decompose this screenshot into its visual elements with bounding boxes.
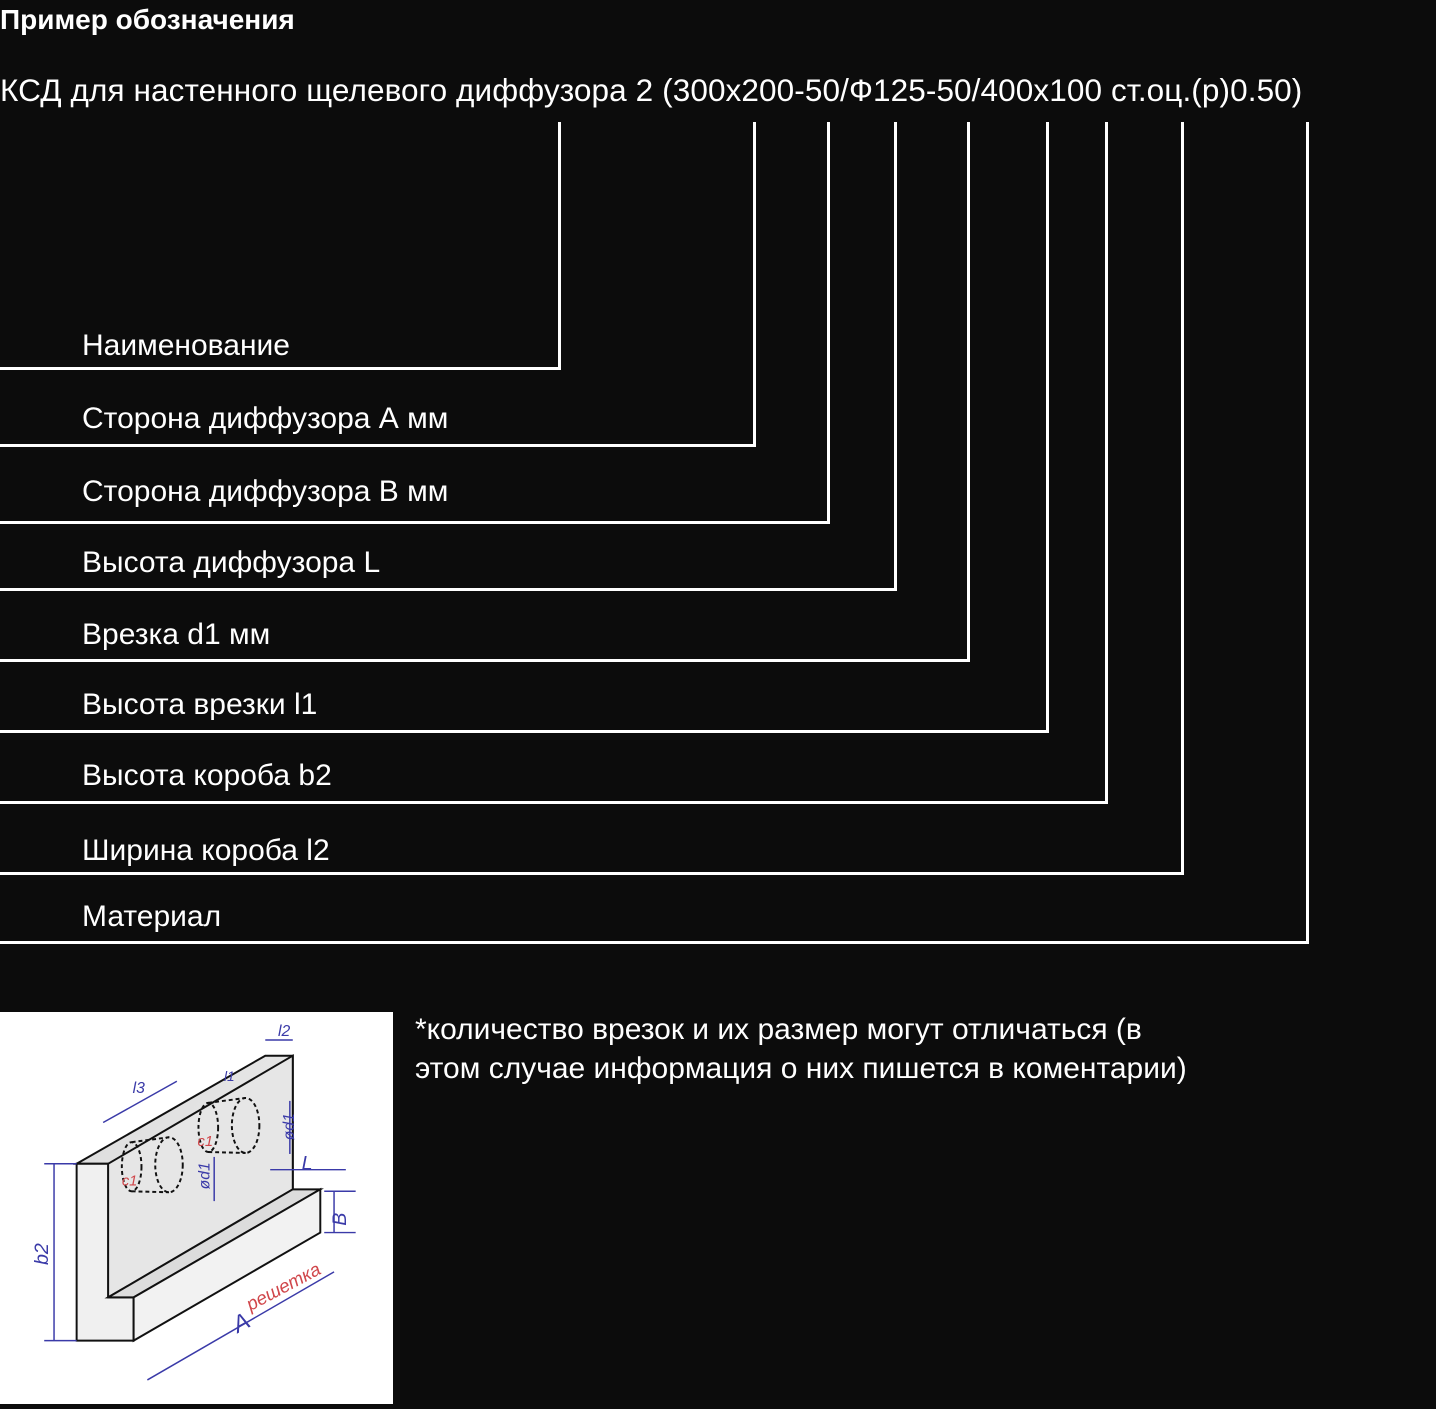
leader-horizontal-2 <box>0 444 756 447</box>
leader-vertical-4 <box>894 122 897 591</box>
leader-horizontal-5 <box>0 659 970 662</box>
section-title: Пример обозначения <box>0 4 295 35</box>
leader-horizontal-3 <box>0 521 830 524</box>
box-outline <box>72 1053 324 1343</box>
leader-horizontal-8 <box>0 872 1184 875</box>
leader-vertical-8 <box>1181 122 1184 875</box>
legend-label-name: Наименование <box>82 329 290 362</box>
leader-vertical-7 <box>1105 122 1108 804</box>
leader-vertical-2 <box>753 122 756 447</box>
label-l3: l3 <box>133 1080 145 1097</box>
designation-example: КСД для настенного щелевого диффузора 2 … <box>0 72 1303 108</box>
leader-vertical-5 <box>967 122 970 662</box>
legend-label-side-a: Сторона диффузора А мм <box>82 402 449 435</box>
legend-label-material: Материал <box>82 900 222 933</box>
label-l1: l1 <box>224 1069 235 1084</box>
leader-horizontal-4 <box>0 588 897 591</box>
legend-label-inlet-height-l1: Высота врезки l1 <box>82 688 318 721</box>
label-c1-lower: c1 <box>122 1173 138 1189</box>
footnote-line-1: *количество врезок и их размер могут отл… <box>415 1013 1142 1046</box>
plenum-box-drawing: l2 l3 l1 ød1 ød1 L B b2 A c1 c1 решетка <box>0 1012 393 1404</box>
leader-horizontal-1 <box>0 367 561 370</box>
legend-label-box-height-b2: Высота короба b2 <box>82 759 332 792</box>
plenum-box-svg: l2 l3 l1 ød1 ød1 L B b2 A c1 c1 решетка <box>31 1023 356 1381</box>
footnote-line-2: этом случае информация о них пишется в к… <box>415 1052 1187 1085</box>
leader-vertical-1 <box>558 122 561 370</box>
legend-label-side-b: Сторона диффузора В мм <box>82 475 449 508</box>
leader-horizontal-9 <box>0 941 1309 944</box>
leader-vertical-6 <box>1046 122 1049 733</box>
label-b2: b2 <box>31 1243 53 1265</box>
label-B: B <box>329 1213 351 1226</box>
label-l2: l2 <box>278 1023 290 1040</box>
label-d1-upper: ød1 <box>281 1113 298 1140</box>
inlet-cylinders <box>120 1096 261 1194</box>
leader-vertical-9 <box>1306 122 1309 944</box>
legend-label-height-l: Высота диффузора L <box>82 546 381 579</box>
dimension-lines <box>44 1039 356 1381</box>
legend-label-inlet-d1: Врезка d1 мм <box>82 618 271 651</box>
label-L: L <box>302 1153 313 1175</box>
leader-horizontal-6 <box>0 730 1049 733</box>
label-d1-lower: ød1 <box>196 1162 213 1189</box>
leader-horizontal-7 <box>0 801 1108 804</box>
leader-vertical-3 <box>827 122 830 524</box>
legend-label-box-width-l2: Ширина короба l2 <box>82 834 330 867</box>
label-c1-upper: c1 <box>197 1134 213 1150</box>
